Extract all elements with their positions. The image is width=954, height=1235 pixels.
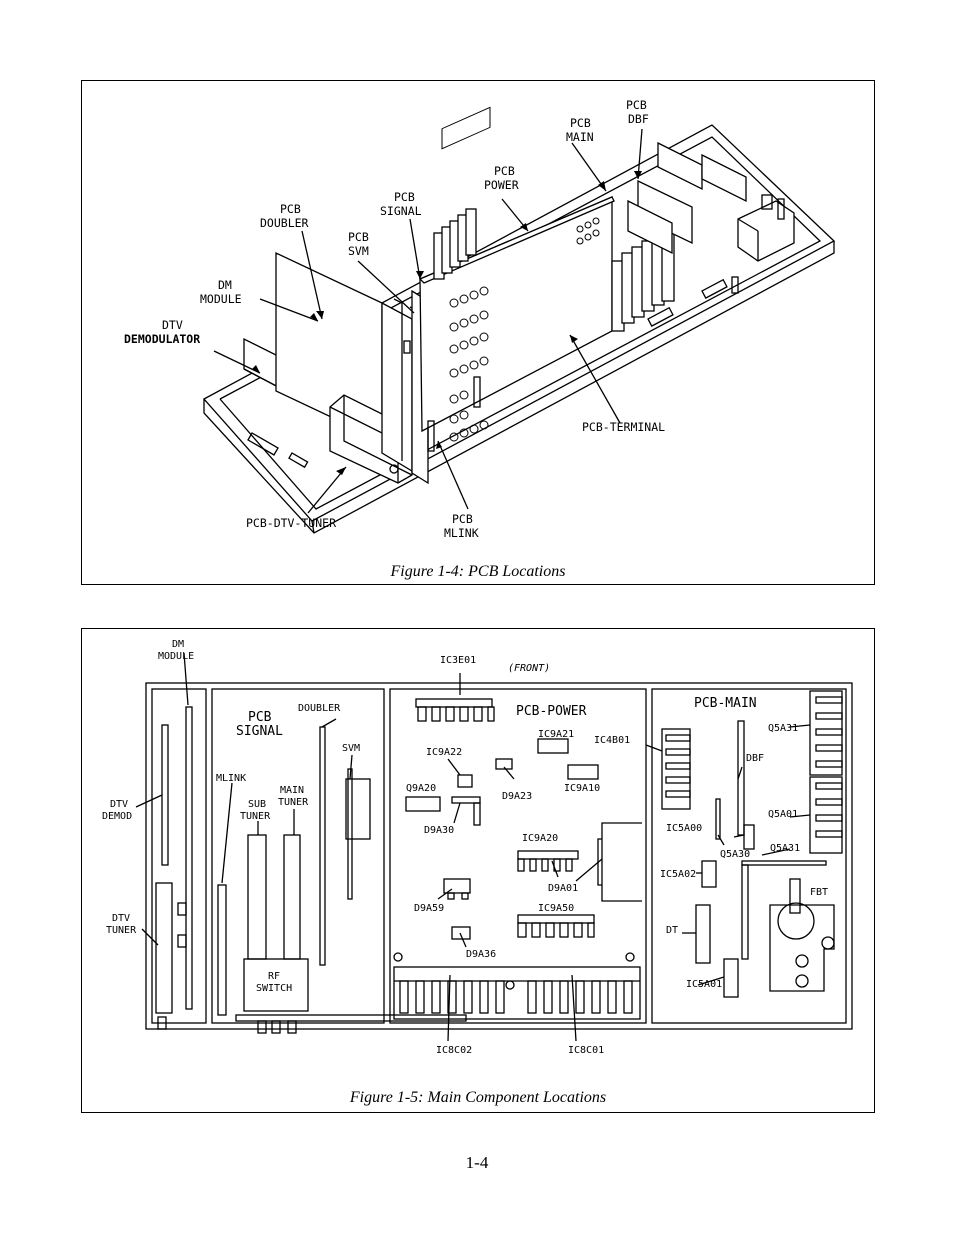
label-ic5a02: IC5A02 [660, 869, 696, 880]
label-pcb-mlink-1: PCB [452, 512, 473, 526]
label-pcb-power-2: POWER [484, 178, 519, 192]
label-ic9a21: IC9A21 [538, 729, 574, 740]
label-pcb-dbf-1: PCB [626, 98, 647, 112]
label-pcb-main: PCB-MAIN [694, 696, 757, 711]
label-pcb-power: PCB-POWER [516, 704, 587, 719]
figure-1-5-caption: Figure 1-5: Main Component Locations [349, 1089, 607, 1106]
label-mlink: MLINK [216, 773, 246, 784]
label-ic8c02: IC8C02 [436, 1045, 472, 1056]
label-dtv-tuner-2: TUNER [106, 925, 137, 936]
label-pcb-signal-2: SIGNAL [236, 724, 283, 739]
label-pcb-dbf-2: DBF [628, 112, 649, 126]
label-ic9a10: IC9A10 [564, 783, 600, 794]
label-sub-tuner-1: SUB [248, 799, 266, 810]
component-locations-drawing: DM MODULE IC3E01 (FRONT) PCB SIGNAL DOUB… [102, 639, 853, 1056]
label-rf-switch-2: SWITCH [256, 983, 292, 994]
label-d9a01: D9A01 [548, 883, 578, 894]
label-q9a20: Q9A20 [406, 783, 436, 794]
label-pcb-signal-2: SIGNAL [380, 204, 422, 218]
label-d9a30: D9A30 [424, 825, 454, 836]
label-sub-tuner-2: TUNER [240, 811, 271, 822]
label-pcb-mlink-2: MLINK [444, 526, 479, 540]
label-dtv-demod-2: DEMOD [102, 811, 132, 822]
label-dbf: DBF [746, 753, 764, 764]
label-pcb-main-1: PCB [570, 116, 591, 130]
label-d9a36: D9A36 [466, 949, 496, 960]
label-rf-switch-1: RF [268, 971, 280, 982]
label-dtv-tuner-1: DTV [112, 913, 130, 924]
label-dtv-demod-1: DTV [110, 799, 128, 810]
figure-main-component-locations: DM MODULE IC3E01 (FRONT) PCB SIGNAL DOUB… [81, 628, 875, 1113]
label-q5a31-b: Q5A31 [770, 843, 800, 854]
label-pcb-doubler-2: DOUBLER [260, 216, 309, 230]
label-ic9a50: IC9A50 [538, 903, 574, 914]
label-dtv-demod-1: DTV [162, 318, 183, 332]
label-dm-module-2: MODULE [158, 651, 194, 662]
label-dm-module-1: DM [218, 278, 232, 292]
label-pcb-svm-1: PCB [348, 230, 369, 244]
label-ic9a22: IC9A22 [426, 747, 462, 758]
label-pcb-signal-1: PCB [248, 710, 272, 725]
label-dm-module-2: MODULE [200, 292, 242, 306]
label-pcb-terminal: PCB-TERMINAL [582, 420, 665, 434]
label-ic4b01: IC4B01 [594, 735, 630, 746]
label-main-tuner-2: TUNER [278, 797, 309, 808]
figure-1-4-caption: Figure 1-4: PCB Locations [390, 563, 566, 580]
page-number: 1-4 [465, 1153, 489, 1172]
label-q5a31-a: Q5A31 [768, 723, 798, 734]
label-pcb-signal-1: PCB [394, 190, 415, 204]
label-front: (FRONT) [508, 663, 550, 674]
label-main-tuner-1: MAIN [280, 785, 304, 796]
label-dt: DT [666, 925, 678, 936]
label-pcb-main-2: MAIN [566, 130, 594, 144]
label-doubler: DOUBLER [298, 703, 341, 714]
label-svm: SVM [342, 743, 360, 754]
label-pcb-svm-2: SVM [348, 244, 369, 258]
label-pcb-power-1: PCB [494, 164, 515, 178]
figure-pcb-locations: PCB DBF PCB MAIN PCB POWER PCB SIGNAL PC… [81, 80, 875, 585]
label-q5a01: Q5A01 [768, 809, 798, 820]
pcb-locations-drawing: PCB DBF PCB MAIN PCB POWER PCB SIGNAL PC… [124, 98, 836, 540]
label-pcb-dtv-tuner: PCB-DTV-TUNER [246, 516, 336, 530]
label-ic3e01: IC3E01 [440, 655, 476, 666]
label-ic5a01: IC5A01 [686, 979, 722, 990]
label-dtv-demod-2: DEMODULATOR [124, 332, 200, 346]
label-ic8c01: IC8C01 [568, 1045, 604, 1056]
label-ic5a00: IC5A00 [666, 823, 702, 834]
label-dm-module-1: DM [172, 639, 184, 650]
label-q5a30: Q5A30 [720, 849, 750, 860]
label-d9a59: D9A59 [414, 903, 444, 914]
label-fbt: FBT [810, 887, 828, 898]
label-d9a23: D9A23 [502, 791, 532, 802]
label-ic9a20: IC9A20 [522, 833, 558, 844]
label-pcb-doubler-1: PCB [280, 202, 301, 216]
